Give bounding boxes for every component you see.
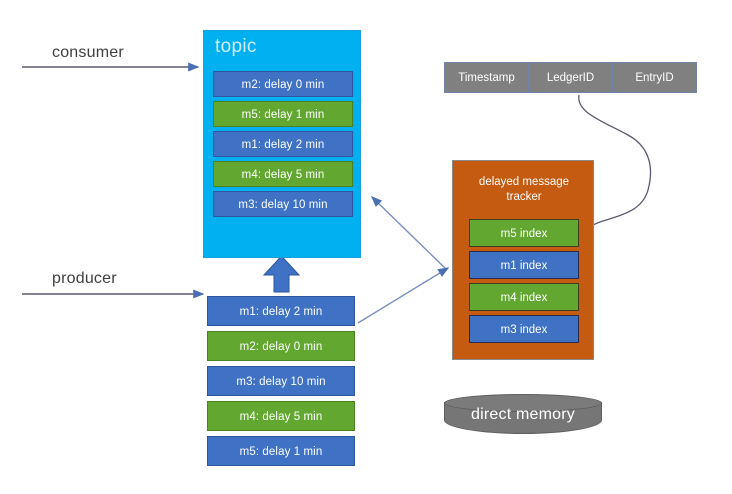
tracker-title-line1: delayed message <box>478 176 570 188</box>
tracker-index: m3 index <box>469 315 579 343</box>
enqueue-block-arrow <box>262 255 301 293</box>
topic-message: m4: delay 5 min <box>213 161 353 187</box>
topic-message: m3: delay 10 min <box>213 191 353 217</box>
queue-message: m1: delay 2 min <box>207 296 355 326</box>
queue-message: m2: delay 0 min <box>207 331 355 361</box>
tracker-title-line2: tracker <box>506 191 542 203</box>
tracker-index: m4 index <box>469 283 579 311</box>
tracker-title: delayed message tracker <box>453 175 595 205</box>
topic-message: m5: delay 1 min <box>213 101 353 127</box>
queue-message: m3: delay 10 min <box>207 366 355 396</box>
header-cell-entryid: EntryID <box>612 62 697 93</box>
consumer-label: consumer <box>52 44 124 61</box>
topic-message-list: m2: delay 0 min m5: delay 1 min m1: dela… <box>213 71 353 221</box>
queue-message: m4: delay 5 min <box>207 401 355 431</box>
topic-title: topic <box>215 36 257 57</box>
tracker-index: m1 index <box>469 251 579 279</box>
topic-message: m1: delay 2 min <box>213 131 353 157</box>
producer-message-queue: m1: delay 2 min m2: delay 0 min m3: dela… <box>207 296 355 471</box>
header-cell-ledgerid: LedgerID <box>528 62 613 93</box>
tracker-index-list: m5 index m1 index m4 index m3 index <box>469 219 579 347</box>
record-header-row: Timestamp LedgerID EntryID <box>444 62 697 93</box>
header-cell-timestamp: Timestamp <box>444 62 529 93</box>
direct-memory-cylinder: direct memory <box>444 394 602 438</box>
topic-box: topic m2: delay 0 min m5: delay 1 min m1… <box>203 30 361 258</box>
topic-message: m2: delay 0 min <box>213 71 353 97</box>
producer-label: producer <box>52 270 117 287</box>
cylinder-top-ellipse <box>444 394 602 412</box>
queue-to-tracker-arrow <box>357 267 450 324</box>
tracker-to-topic-arrow <box>370 196 448 271</box>
direct-memory-label: direct memory <box>471 406 575 423</box>
queue-message: m5: delay 1 min <box>207 436 355 466</box>
delayed-message-tracker-box: delayed message tracker m5 index m1 inde… <box>452 160 594 360</box>
tracker-index: m5 index <box>469 219 579 247</box>
